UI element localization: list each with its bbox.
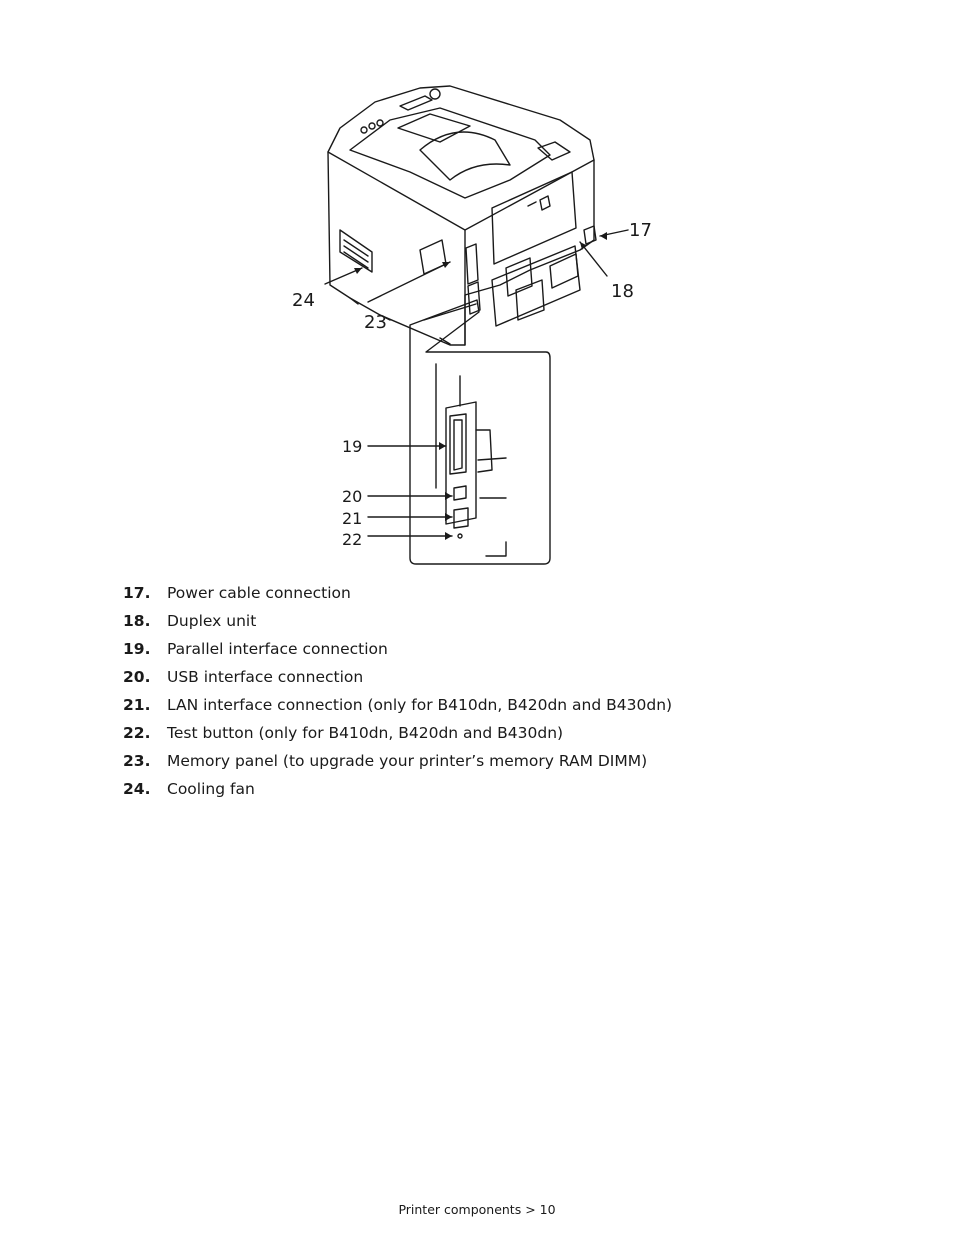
callout-20: 20 — [342, 487, 362, 506]
callout-21: 21 — [342, 509, 362, 528]
item-number: 22. — [123, 724, 151, 742]
page-footer: Printer components > 10 — [398, 1202, 556, 1217]
callout-17: 17 — [629, 220, 652, 241]
port-panel-detail — [435, 363, 507, 557]
inset-frame — [409, 299, 551, 565]
item-description: LAN interface connection (only for B410d… — [167, 696, 673, 714]
item-description: Cooling fan — [167, 780, 255, 798]
item-number: 23. — [123, 752, 151, 770]
item-description: USB interface connection — [167, 668, 364, 686]
item-number: 24. — [123, 780, 151, 798]
item-description: Test button (only for B410dn, B420dn and… — [167, 724, 564, 742]
printer-rear-illustration: 17 18 24 23 19 20 21 22 — [280, 80, 680, 570]
printer-diagram: 17 18 24 23 19 20 21 22 — [292, 85, 652, 565]
leader-18 — [579, 241, 608, 277]
item-description: Power cable connection — [167, 584, 351, 602]
item-number: 21. — [123, 696, 151, 714]
leader-23 — [367, 261, 451, 303]
item-description: Memory panel (to upgrade your printer’s … — [167, 752, 648, 770]
item-number: 18. — [123, 612, 151, 630]
item-description: Parallel interface connection — [167, 640, 388, 658]
callout-23: 23 — [364, 312, 387, 333]
callout-22: 22 — [342, 530, 362, 549]
callout-24: 24 — [292, 290, 315, 311]
arrow-heads — [354, 232, 607, 540]
item-number: 19. — [123, 640, 151, 658]
callout-19: 19 — [342, 437, 362, 456]
item-number: 17. — [123, 584, 151, 602]
item-description: Duplex unit — [167, 612, 257, 630]
printer-body — [327, 85, 597, 346]
callout-18: 18 — [611, 281, 634, 302]
item-number: 20. — [123, 668, 151, 686]
